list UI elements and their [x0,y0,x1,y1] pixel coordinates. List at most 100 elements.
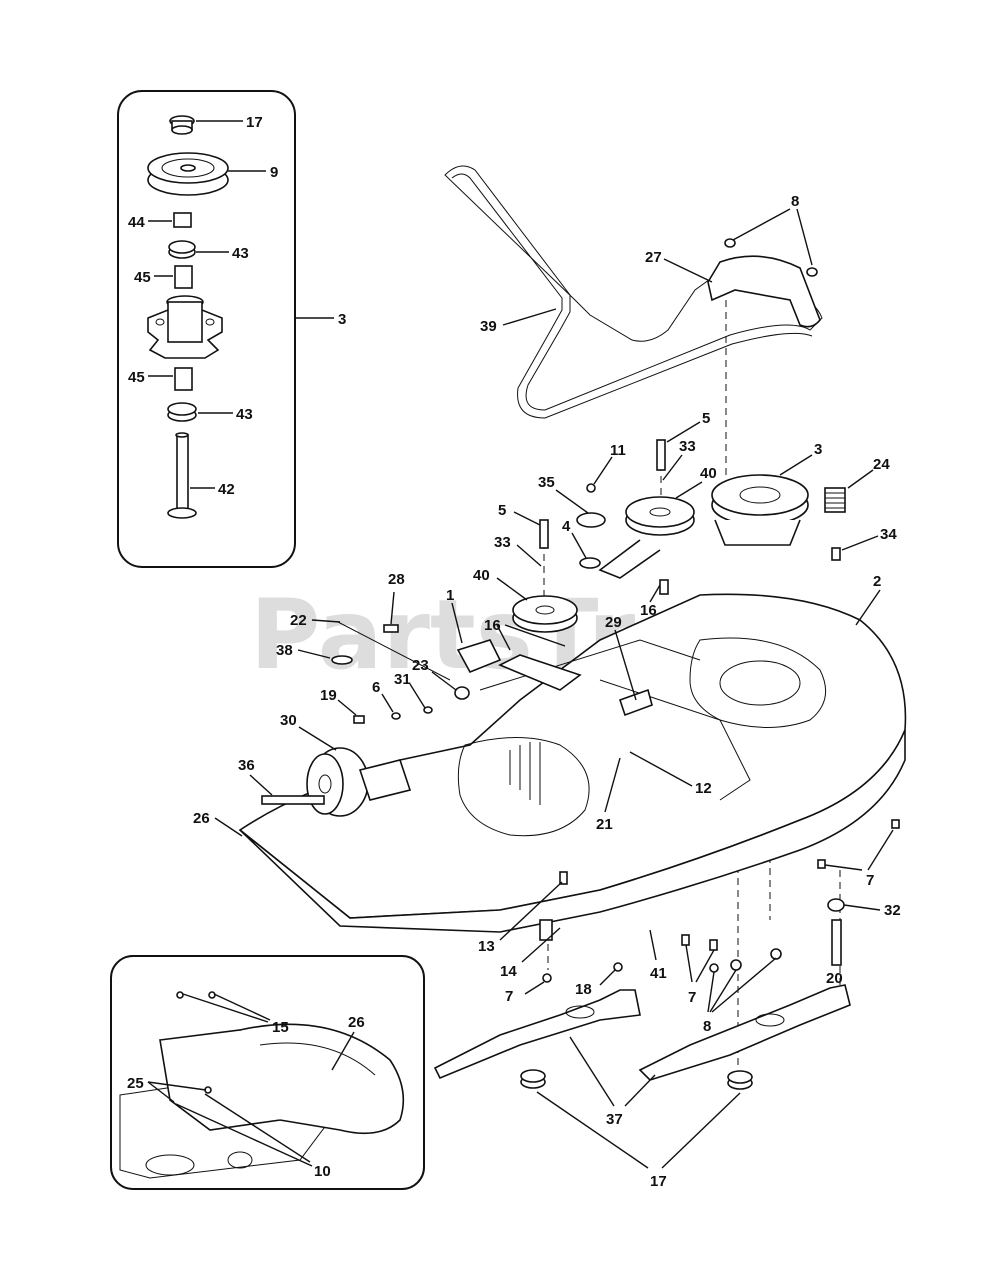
callout-20: 20 [826,970,843,987]
callout-11: 11 [610,442,626,459]
nut-32 [827,898,845,912]
callout-40-upper: 40 [700,465,717,482]
washer-6 [391,712,401,720]
callout-37: 37 [606,1111,623,1128]
bushing-top [174,265,193,289]
callout-18: 18 [575,981,592,998]
callout-5-upper: 5 [702,410,710,427]
adjustment-rod [331,621,451,681]
nut-15-a [176,991,184,999]
callout-44: 44 [128,214,145,231]
callout-45-top: 45 [134,269,151,286]
bolt-7-mid [817,859,826,869]
bolt-34 [831,547,841,561]
idler-bracket [456,639,582,691]
bolt-8-b [770,948,782,960]
discharge-chute-inset [110,955,425,1190]
callout-10: 10 [314,1163,331,1180]
bolt-8-a [730,959,742,971]
blade-nut-right [727,1070,753,1090]
callout-26-inset: 26 [348,1014,365,1031]
spindle-pulley [147,152,229,196]
nut-18 [613,962,623,972]
drive-belt [444,165,823,419]
callout-2: 2 [873,573,881,590]
tension-spring [824,487,846,513]
callout-15: 15 [272,1019,289,1036]
nut-11 [586,483,596,493]
bolt-7-left [542,973,552,983]
callout-17-bottom: 17 [650,1173,667,1190]
callout-8-top: 8 [791,193,799,210]
bolt-16-upper [659,579,669,595]
callout-1: 1 [446,587,454,604]
bearing-bottom [167,402,197,422]
callout-3-inset: 3 [338,311,346,328]
callout-9: 9 [270,164,278,181]
callout-42: 42 [218,481,235,498]
bolt-13 [559,871,568,885]
callout-27: 27 [645,249,662,266]
callout-30: 30 [280,712,297,729]
callout-23: 23 [412,657,429,674]
callout-36: 36 [238,757,255,774]
callout-38: 38 [276,642,293,659]
blade-right [638,984,851,1081]
callout-33-lower: 33 [494,534,511,551]
callout-7-lower: 7 [688,989,696,1006]
spindle-assembly-inset: 17 9 44 43 45 3 45 43 42 [117,90,346,568]
cap-35 [576,512,606,528]
callout-5-lower: 5 [498,502,506,519]
callout-33-upper: 33 [679,438,696,455]
spindle-housing [147,295,223,359]
callout-7-right: 7 [866,872,874,889]
spindle-nut [169,115,195,135]
callout-28: 28 [388,571,405,588]
bolt-7-right [891,819,900,829]
callout-22: 22 [290,612,307,629]
callout-6: 6 [372,679,380,696]
belt-cover [707,238,821,328]
callout-29: 29 [605,614,622,631]
callout-7-left: 7 [505,988,513,1005]
bolt-7-lower-a [681,934,690,946]
callout-4: 4 [562,518,571,535]
clip-23 [454,686,470,700]
callout-14: 14 [500,963,517,980]
spacer-44 [173,212,192,228]
nut-15-b [208,991,216,999]
callout-19: 19 [320,687,337,704]
pin-31 [423,706,433,714]
callout-26-main: 26 [193,810,210,827]
callout-21: 21 [596,816,613,833]
idler-pulley-upper [598,496,695,579]
bolt-19 [353,715,365,724]
right-spindle-pulley [711,474,809,546]
callout-40-lower: 40 [473,567,490,584]
blade-left [433,989,641,1080]
callout-12: 12 [695,780,712,797]
bolt-5-lower [539,519,549,549]
callout-16-upper: 16 [640,602,657,619]
callout-32: 32 [884,902,901,919]
callout-34: 34 [880,526,897,543]
callout-43-bottom: 43 [236,406,253,423]
washer-4 [579,557,601,569]
callout-43-top: 43 [232,245,249,262]
callout-3-right: 3 [814,441,822,458]
bolt-8-c [709,963,719,973]
bolt-5-upper [656,439,666,471]
bushing-bottom [174,367,193,391]
callout-45-bottom: 45 [128,369,145,386]
bracket-29 [618,688,653,717]
blade-nut-left [520,1069,546,1089]
axle-bolt-36 [261,795,325,805]
callout-41: 41 [650,965,667,982]
idler-pulley-lower [512,595,578,633]
callout-25: 25 [127,1075,144,1092]
callout-31: 31 [394,671,411,688]
callout-17: 17 [246,114,263,131]
spindle-shaft [167,432,197,519]
callout-16-lower: 16 [484,617,501,634]
